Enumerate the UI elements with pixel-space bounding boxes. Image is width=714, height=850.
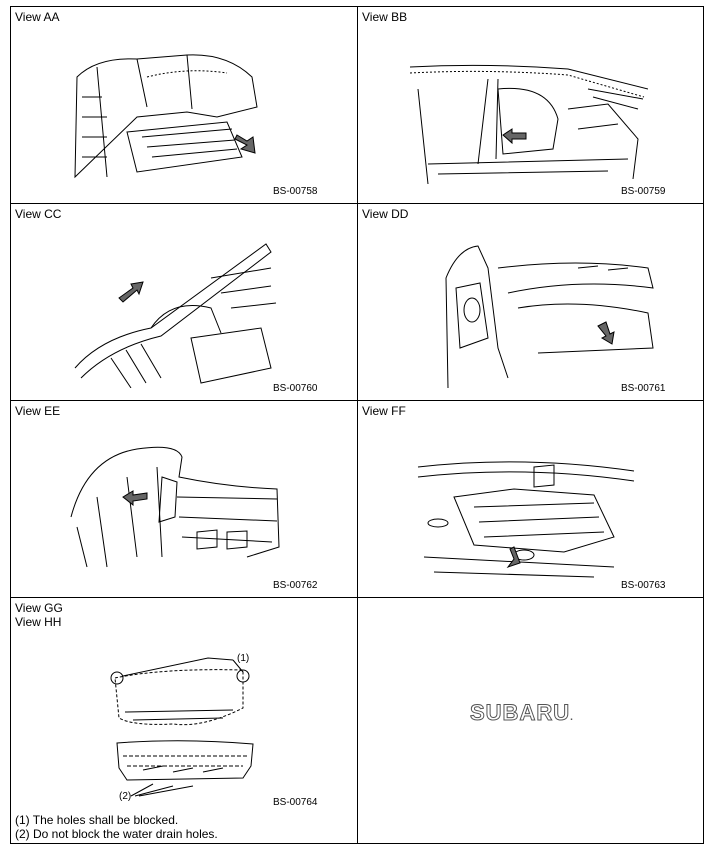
view-ff-figure-code: BS-00763 bbox=[621, 580, 666, 591]
callout-2-label: (2) bbox=[119, 791, 132, 802]
view-cc-cell: View CC BS-00760 bbox=[11, 204, 357, 400]
arrow-icon bbox=[118, 281, 144, 303]
logo-text: SUBARU bbox=[469, 700, 571, 726]
view-aa-illustration bbox=[74, 54, 258, 179]
view-bb-figure-code: BS-00759 bbox=[621, 186, 666, 197]
subaru-logo: SUBARU. bbox=[469, 700, 574, 726]
arrow-icon bbox=[234, 134, 256, 154]
view-cc-illustration bbox=[74, 243, 277, 388]
view-ee-illustration bbox=[70, 446, 280, 568]
view-aa-figure-code: BS-00758 bbox=[273, 186, 318, 197]
view-aa-cell: View AA BS-00758 bbox=[11, 7, 357, 203]
view-dd-cell: View DD BS-00761 bbox=[358, 204, 705, 400]
view-bb-illustration bbox=[409, 64, 648, 185]
view-cc-figure-code: BS-00760 bbox=[273, 383, 318, 394]
arrow-icon bbox=[502, 128, 527, 145]
view-bb-cell: View BB BS-00759 bbox=[358, 7, 705, 203]
note-1: (1) The holes shall be blocked. bbox=[15, 813, 179, 827]
view-gg-hh-figure-code: BS-00764 bbox=[273, 797, 318, 808]
arrow-icon bbox=[506, 546, 521, 568]
view-dd-label: View DD bbox=[362, 207, 409, 221]
view-ff-illustration bbox=[417, 461, 635, 578]
views-table: View AA BS-00758 View BB bbox=[10, 6, 704, 844]
view-ee-label: View EE bbox=[15, 404, 61, 418]
row-divider bbox=[11, 203, 703, 204]
logo-cell: SUBARU. bbox=[358, 598, 705, 845]
view-gg-label: View GG bbox=[15, 601, 63, 615]
view-dd-figure-code: BS-00761 bbox=[621, 383, 666, 394]
view-aa-label: View AA bbox=[15, 10, 60, 24]
row-divider bbox=[11, 400, 703, 401]
callout-1-label: (1) bbox=[237, 653, 250, 664]
view-gg-hh-cell: View GG View HH (1) (2) BS-00764 (1) The… bbox=[11, 598, 357, 845]
view-cc-label: View CC bbox=[15, 207, 62, 221]
view-ff-cell: View FF BS-00763 bbox=[358, 401, 705, 597]
row-divider bbox=[11, 597, 703, 598]
view-ff-label: View FF bbox=[362, 404, 406, 418]
view-ee-cell: View EE BS-00762 bbox=[11, 401, 357, 597]
column-divider bbox=[357, 7, 358, 843]
view-bb-label: View BB bbox=[362, 10, 408, 24]
view-dd-illustration bbox=[445, 245, 654, 388]
arrow-icon bbox=[122, 490, 148, 507]
arrow-icon bbox=[597, 321, 615, 345]
view-hh-label: View HH bbox=[15, 615, 62, 629]
view-ee-figure-code: BS-00762 bbox=[273, 580, 318, 591]
note-2: (2) Do not block the water drain holes. bbox=[15, 827, 218, 841]
view-gg-hh-illustration bbox=[110, 657, 254, 797]
